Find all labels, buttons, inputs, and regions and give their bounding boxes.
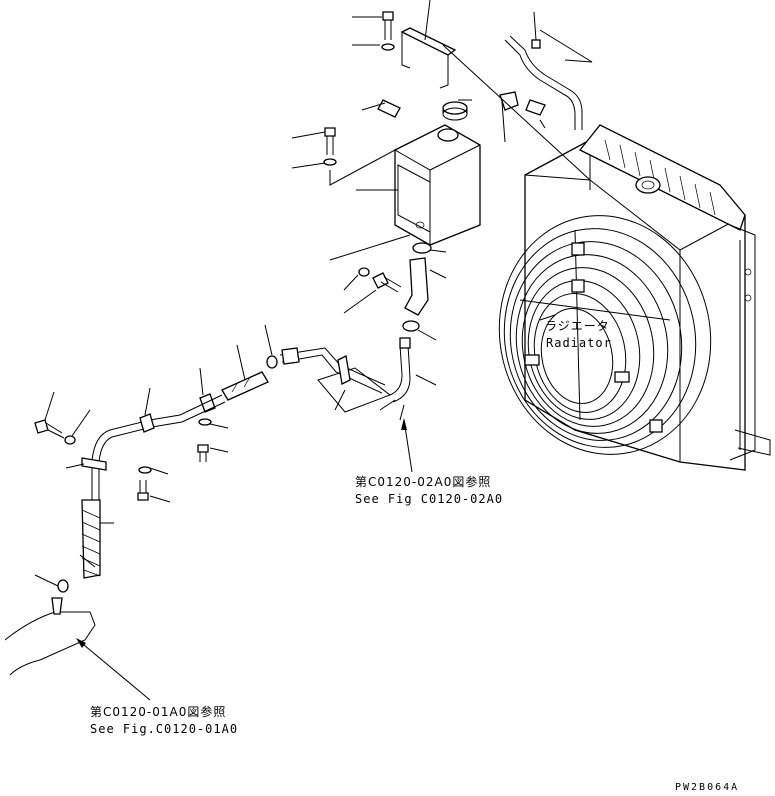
- engine-outlet: [4, 597, 96, 676]
- washer-lower: [358, 267, 370, 277]
- bolt-lower: [372, 272, 402, 293]
- pipe-bracket: [317, 355, 392, 413]
- pipe-clamp-left: [81, 457, 107, 471]
- washer-mid: [323, 158, 337, 166]
- fig-ref-c0120-01a0[interactable]: 第C0120-01A0図参照 See Fig.C0120-01A0: [90, 705, 238, 736]
- pipe-clip-b: [138, 413, 155, 474]
- reserve-tank: [394, 124, 481, 246]
- water-pipe: [279, 347, 386, 394]
- hose-middle: [221, 371, 269, 401]
- spiral-hose: [81, 499, 101, 579]
- rubber-hose: [404, 257, 429, 316]
- hose-clamp-bottom: [57, 579, 69, 593]
- bolt-mid: [324, 127, 336, 155]
- bolt-a: [197, 444, 209, 462]
- fig-ref-jp: 第C0120-01A0図参照: [90, 705, 227, 719]
- hose-connector-upper: [377, 91, 546, 118]
- fig-ref-c0120-02a0[interactable]: 第C0120-02A0図参照 See Fig C0120-02A0: [355, 475, 503, 506]
- hose-clamp-lower: [402, 320, 420, 332]
- radiator-assembly: [498, 124, 771, 471]
- drawing-code: PW2B064A: [675, 782, 740, 793]
- hose-clamp-pipe: [266, 355, 278, 369]
- overflow-pipe: [504, 35, 583, 130]
- washer-top: [381, 43, 395, 51]
- radiator-label-jp: ラジエータ: [545, 319, 610, 333]
- washer-left: [64, 435, 76, 445]
- bolt-top: [382, 11, 394, 40]
- leader-lines: [34, 0, 593, 587]
- pipe-clip-a: [198, 393, 216, 426]
- bolt-b: [137, 480, 149, 501]
- fan-coil-shroud: [498, 215, 712, 455]
- fig-ref-en: See Fig.C0120-01A0: [90, 722, 239, 736]
- hose-clamp-upper: [412, 242, 432, 254]
- tank-cap: [442, 101, 468, 121]
- fig-ref-jp: 第C0120-02A0図参照: [355, 475, 492, 489]
- fig-ref-en: See Fig C0120-02A0: [355, 492, 504, 506]
- bolt-left: [34, 419, 65, 439]
- tank-bracket: [400, 27, 457, 89]
- pipe-radiator-side: [389, 337, 411, 403]
- ref-arrow-02a0: [401, 418, 413, 473]
- radiator-label-en: Radiator: [546, 336, 612, 350]
- ref-arrow-01a0: [76, 638, 151, 701]
